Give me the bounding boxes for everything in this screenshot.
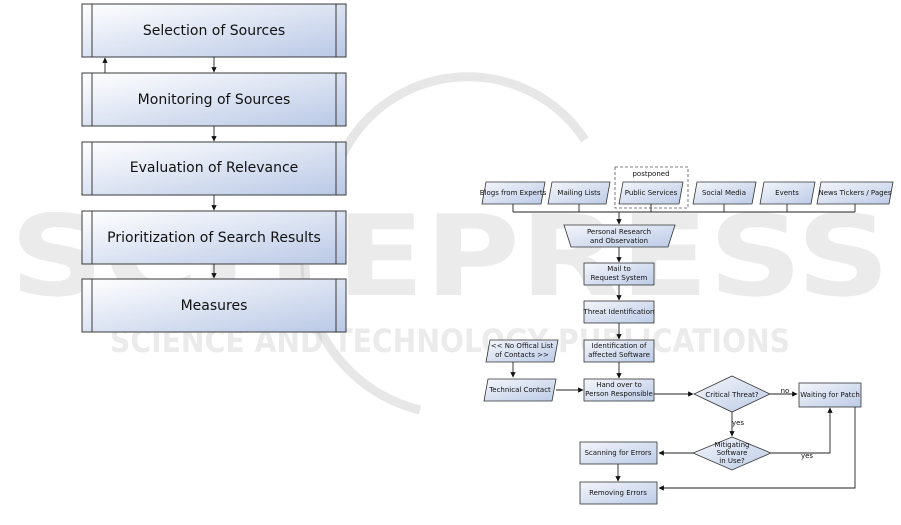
svg-text:Public Services: Public Services	[625, 189, 678, 197]
svg-text:Threat Identification: Threat Identification	[583, 308, 655, 316]
right-flow: postponed Blogs from Experts Mailing Lis…	[480, 166, 894, 505]
svg-text:Identification of: Identification of	[592, 342, 647, 350]
mail-request-box: Mail to Request System	[583, 262, 655, 286]
step-label: Measures	[181, 298, 248, 314]
svg-text:Social Media: Social Media	[702, 189, 746, 197]
svg-text:Mail to: Mail to	[607, 265, 630, 273]
svg-text:Personal Research: Personal Research	[587, 228, 651, 236]
svg-text:Mailing Lists: Mailing Lists	[557, 189, 601, 197]
source-events: Events	[759, 181, 816, 205]
step-prioritization-of-search-results: Prioritization of Search Results	[81, 210, 347, 265]
technical-contact-box: Technical Contact	[483, 378, 557, 402]
postponed-frame	[614, 166, 689, 209]
step-measures: Measures	[81, 278, 347, 333]
yes-label-mitigating: yes	[801, 452, 813, 460]
svg-text:Request System: Request System	[591, 274, 648, 282]
handover-box: Hand over to Person Responsible	[583, 378, 655, 402]
source-mailing-lists: Mailing Lists	[547, 181, 611, 205]
no-label: no	[781, 387, 790, 395]
threat-identification-box: Threat Identification	[583, 300, 655, 324]
arrow-mitigating-yes-to-waiting	[771, 407, 833, 454]
svg-text:Critical Threat?: Critical Threat?	[705, 391, 758, 399]
svg-text:Person Responsible: Person Responsible	[585, 390, 653, 398]
svg-text:in Use?: in Use?	[719, 457, 745, 465]
svg-text:News Tickers / Pages: News Tickers / Pages	[818, 189, 891, 197]
waiting-for-patch-box: Waiting for Patch	[798, 382, 862, 408]
svg-text:Events: Events	[775, 189, 799, 197]
svg-text:Software: Software	[717, 449, 748, 457]
step-evaluation-of-relevance: Evaluation of Relevance	[81, 141, 347, 196]
postponed-label: postponed	[632, 170, 669, 178]
no-official-list-box: << No Offical List of Contacts >>	[485, 339, 559, 363]
source-news-tickers: News Tickers / Pages	[816, 181, 894, 205]
svg-text:Removing Errors: Removing Errors	[589, 489, 647, 497]
svg-text:of Contacts >>: of Contacts >>	[495, 351, 549, 359]
mitigating-software-decision: Mitigating Software in Use?	[691, 436, 773, 471]
step-label: Prioritization of Search Results	[107, 230, 321, 246]
svg-text:Waiting for Patch: Waiting for Patch	[800, 391, 860, 399]
source-social-media: Social Media	[692, 181, 757, 205]
removing-errors-box: Removing Errors	[579, 481, 658, 505]
svg-text:<< No Offical List: << No Offical List	[491, 342, 554, 350]
step-label: Evaluation of Relevance	[130, 160, 299, 176]
source-public-services: Public Services	[618, 181, 684, 205]
personal-research-box: Personal Research and Observation	[563, 224, 676, 248]
svg-text:and Observation: and Observation	[590, 237, 648, 245]
step-label: Monitoring of Sources	[138, 92, 291, 108]
svg-text:affected Software: affected Software	[588, 351, 650, 359]
step-selection-of-sources: Selection of Sources	[81, 3, 347, 58]
step-label: Selection of Sources	[143, 23, 285, 39]
svg-text:Scanning for Errors: Scanning for Errors	[584, 449, 651, 457]
source-blogs-from-experts: Blogs from Experts	[480, 181, 547, 205]
affected-software-box: Identification of affected Software	[583, 339, 655, 363]
svg-text:Hand over to: Hand over to	[596, 381, 642, 389]
critical-threat-decision: Critical Threat?	[693, 375, 771, 413]
left-flow: Selection of Sources Monitoring of Sourc…	[81, 3, 347, 333]
scanning-for-errors-box: Scanning for Errors	[579, 441, 658, 465]
step-monitoring-of-sources: Monitoring of Sources	[81, 72, 347, 127]
source-bus-line	[512, 204, 856, 213]
svg-text:Blogs from Experts: Blogs from Experts	[480, 189, 547, 197]
yes-label-critical: yes	[732, 419, 744, 427]
svg-text:Mitigating: Mitigating	[715, 441, 750, 449]
arrow-waiting-to-removing	[658, 407, 856, 491]
svg-text:Technical Contact: Technical Contact	[488, 386, 551, 394]
